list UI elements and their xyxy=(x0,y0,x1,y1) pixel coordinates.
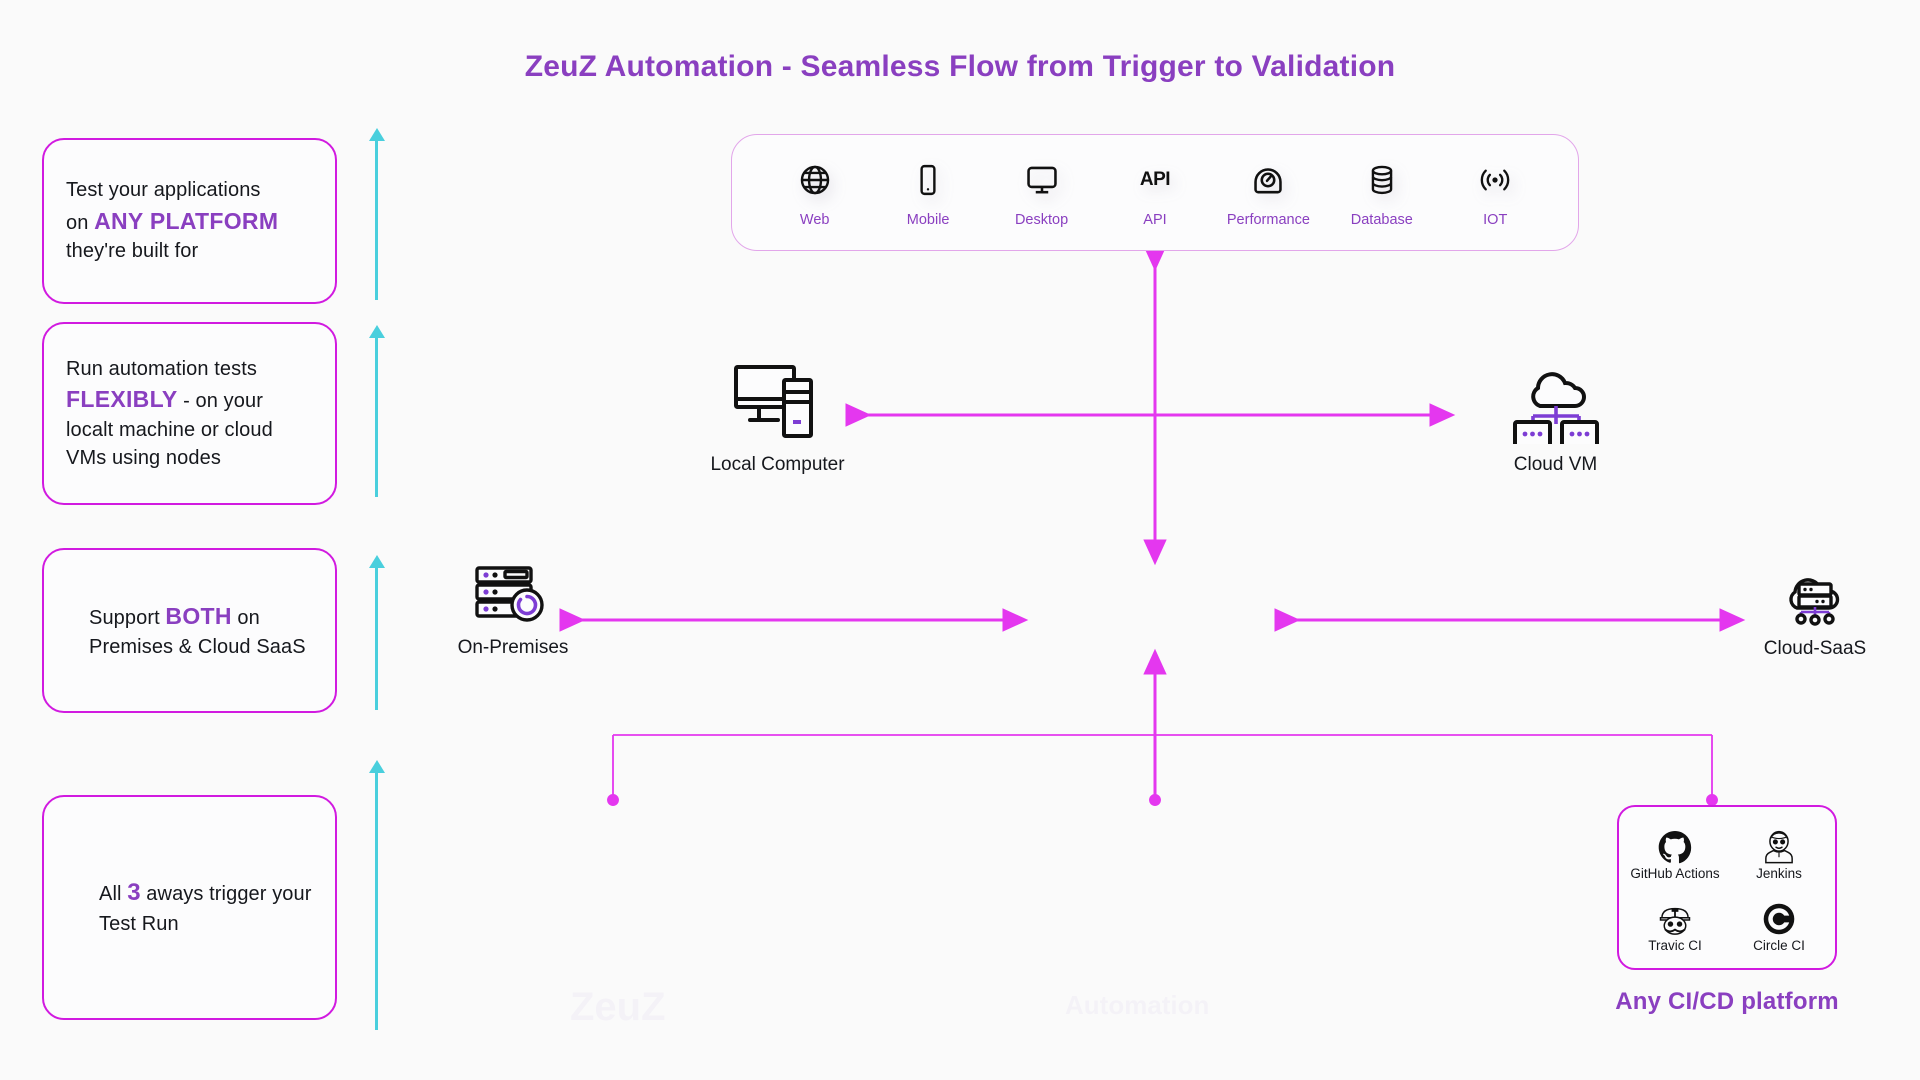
cyan-arrow-2 xyxy=(369,325,385,497)
arrow-head-icon xyxy=(369,555,385,568)
node-label: Cloud VM xyxy=(1513,454,1598,475)
arrow-head-icon xyxy=(369,760,385,773)
capability-label: Mobile xyxy=(906,212,950,228)
node-label: On-Premises xyxy=(457,637,569,658)
cyan-arrow-1 xyxy=(369,128,385,300)
globe-icon xyxy=(792,157,838,203)
circleci-icon xyxy=(1762,894,1796,936)
feature-card-three-ways[interactable]: All 3 aways trigger your Test Run xyxy=(42,795,337,1020)
desktop-tower-icon xyxy=(732,362,824,444)
cicd-label: Circle CI xyxy=(1753,938,1805,954)
github-icon xyxy=(1658,822,1692,864)
arrow-head-icon xyxy=(369,325,385,338)
cicd-label: Jenkins xyxy=(1756,865,1802,881)
capability-label: Performance xyxy=(1226,212,1310,228)
cicd-jenkins[interactable]: Jenkins xyxy=(1756,822,1802,881)
travis-ci-icon xyxy=(1658,894,1692,936)
watermark-left: ZeuZ xyxy=(570,985,666,1030)
cicd-platform-box: GitHub Actions Jenkins xyxy=(1617,805,1837,970)
api-glyph-text: API xyxy=(1139,169,1171,190)
mobile-phone-icon xyxy=(905,157,951,203)
feature-card-flexibly[interactable]: Run automation tests FLEXIBLY - on your … xyxy=(42,322,337,505)
capability-web[interactable]: Web xyxy=(767,157,863,228)
capability-iot[interactable]: IOT xyxy=(1447,157,1543,228)
cicd-label: GitHub Actions xyxy=(1630,865,1720,881)
cyan-arrow-4 xyxy=(369,760,385,1030)
cicd-github-actions[interactable]: GitHub Actions xyxy=(1630,822,1720,881)
cloud-server-icon xyxy=(1773,560,1857,628)
capability-label: Web xyxy=(799,212,830,228)
watermark-right: Automation xyxy=(1065,990,1209,1021)
capability-mobile[interactable]: Mobile xyxy=(880,157,976,228)
node-local-computer[interactable]: Local Computer xyxy=(700,362,855,476)
cicd-travis-ci[interactable]: Travic CI xyxy=(1648,894,1702,953)
capability-desktop[interactable]: Desktop xyxy=(994,157,1090,228)
capability-database[interactable]: Database xyxy=(1334,157,1430,228)
feature-card-text: Run automation tests FLEXIBLY - on your … xyxy=(66,357,273,470)
cicd-caption: Any CI/CD platform xyxy=(1615,988,1839,1015)
cicd-circle-ci[interactable]: Circle CI xyxy=(1753,894,1805,953)
node-on-premises[interactable]: On-Premises xyxy=(443,565,583,659)
database-cylinder-icon xyxy=(1359,157,1405,203)
feature-card-text: Test your applications on ANY PLATFORM t… xyxy=(66,179,279,263)
feature-card-both-premises-cloud[interactable]: Support BOTH on Premises & Cloud SaaS xyxy=(42,548,337,713)
server-rack-icon xyxy=(472,565,554,627)
cloud-vm-icon xyxy=(1508,358,1604,444)
feature-card-text: All 3 aways trigger your Test Run xyxy=(99,879,312,936)
monitor-icon xyxy=(1019,157,1065,203)
node-label: Local Computer xyxy=(710,454,845,475)
capability-performance[interactable]: Performance xyxy=(1220,157,1316,228)
capability-pill: Web Mobile Desktop AP xyxy=(731,134,1579,251)
node-cloud-vm[interactable]: Cloud VM xyxy=(1478,358,1633,476)
capability-label: API xyxy=(1143,212,1167,228)
api-text-icon: API xyxy=(1132,157,1178,203)
arrow-head-icon xyxy=(369,128,385,141)
page-title: ZeuZ Automation - Seamless Flow from Tri… xyxy=(524,50,1396,83)
capability-api[interactable]: API API xyxy=(1107,157,1203,228)
capability-label: Database xyxy=(1350,212,1413,228)
feature-card-any-platform[interactable]: Test your applications on ANY PLATFORM t… xyxy=(42,138,337,304)
capability-label: IOT xyxy=(1483,212,1508,228)
node-label: Cloud-SaaS xyxy=(1763,638,1867,659)
jenkins-butler-icon xyxy=(1763,822,1795,864)
gauge-icon xyxy=(1245,157,1291,203)
node-cloud-saas[interactable]: Cloud-SaaS xyxy=(1740,560,1890,660)
cicd-label: Travic CI xyxy=(1648,938,1702,954)
capability-label: Desktop xyxy=(1014,212,1069,228)
feature-card-text: Support BOTH on Premises & Cloud SaaS xyxy=(89,602,306,658)
cyan-arrow-3 xyxy=(369,555,385,710)
signal-waves-icon xyxy=(1472,157,1518,203)
